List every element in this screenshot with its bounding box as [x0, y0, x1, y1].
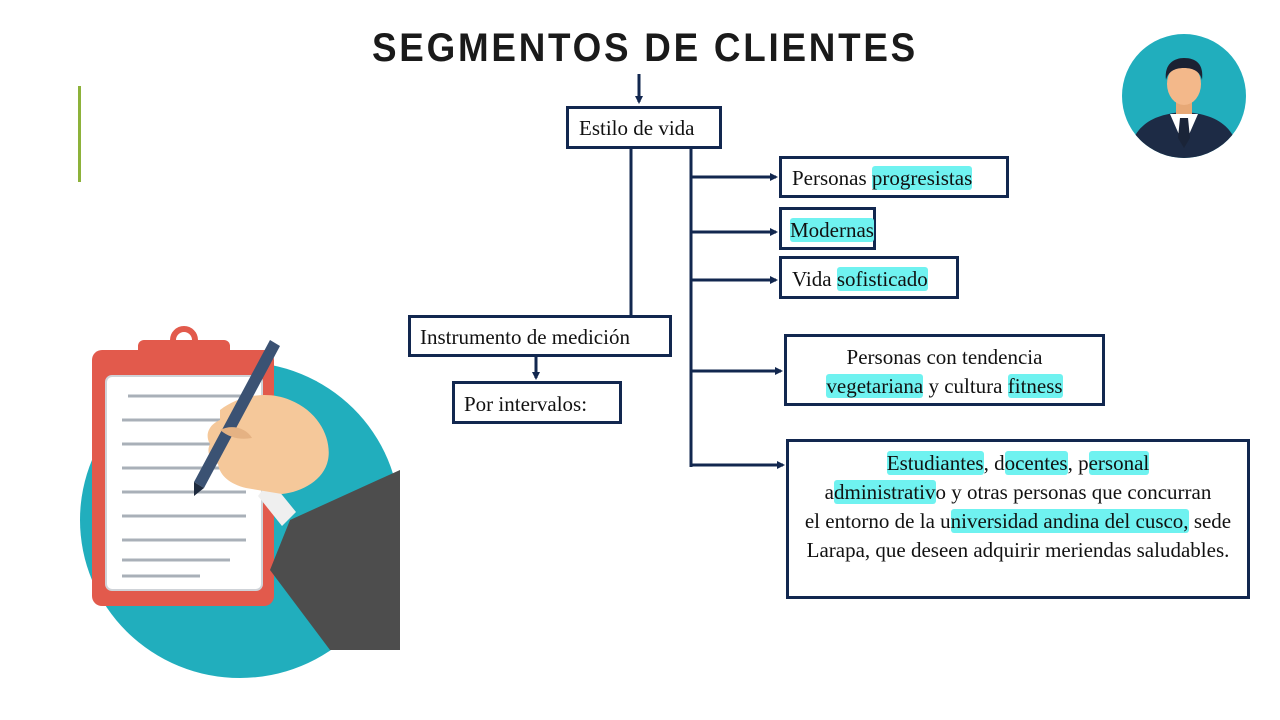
node-personas-vegetariana: Personas con tendencia vegetariana y cul…: [784, 334, 1105, 406]
node-por-intervalos: Por intervalos:: [452, 381, 622, 424]
accent-bar: [78, 86, 81, 182]
node-estilo-de-vida: Estilo de vida: [566, 106, 722, 149]
node-personas-progresistas: Personas progresistas: [779, 156, 1009, 198]
page-title: SEGMENTOS DE CLIENTES: [372, 26, 918, 70]
clipboard-pen-icon: [80, 326, 400, 678]
node-vida-sofisticado: Vida sofisticado: [779, 256, 959, 299]
businessman-avatar-icon: [1122, 34, 1246, 158]
node-instrumento-medicion: Instrumento de medición: [408, 315, 672, 357]
node-modernas: Modernas: [779, 207, 876, 250]
